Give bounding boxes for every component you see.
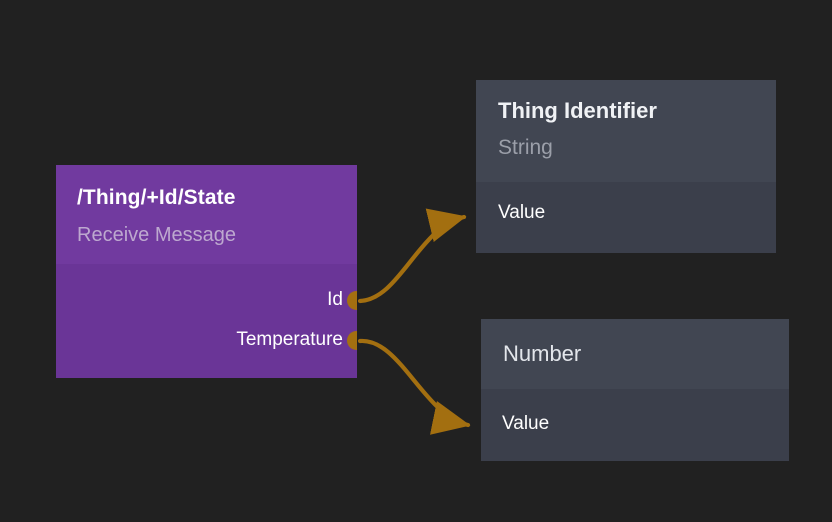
node-receive-message[interactable]: /Thing/+Id/State Receive Message Id Temp… <box>56 165 357 378</box>
node-thing-identifier-header: Thing Identifier String <box>476 80 776 182</box>
node-receive-message-subtitle: Receive Message <box>77 224 236 246</box>
wire-id-to-thing-identifier <box>357 208 467 304</box>
node-number-header: Number <box>481 319 789 389</box>
output-port-id[interactable]: Id <box>327 290 357 310</box>
wire-temperature-to-number <box>357 338 471 435</box>
node-number[interactable]: Number Value <box>481 319 789 461</box>
node-receive-message-header: /Thing/+Id/State Receive Message <box>56 165 357 264</box>
node-thing-identifier-title: Thing Identifier <box>498 98 657 123</box>
node-thing-identifier-subtitle: String <box>498 136 553 159</box>
node-receive-message-body: Id Temperature <box>56 264 357 378</box>
output-port-id-label: Id <box>327 289 343 310</box>
node-number-body: Value <box>481 389 789 461</box>
input-port-thing-identifier-value-label: Value <box>498 202 546 223</box>
output-port-temperature[interactable]: Temperature <box>236 330 357 350</box>
output-port-temperature-connector[interactable] <box>347 330 357 350</box>
node-receive-message-title: /Thing/+Id/State <box>77 186 236 209</box>
output-port-temperature-label: Temperature <box>236 329 343 350</box>
node-thing-identifier-body: Value <box>476 182 776 253</box>
node-number-title: Number <box>503 341 582 366</box>
output-port-id-connector[interactable] <box>347 290 357 310</box>
input-port-number-value-label: Value <box>502 413 550 434</box>
node-thing-identifier[interactable]: Thing Identifier String Value <box>476 80 776 253</box>
